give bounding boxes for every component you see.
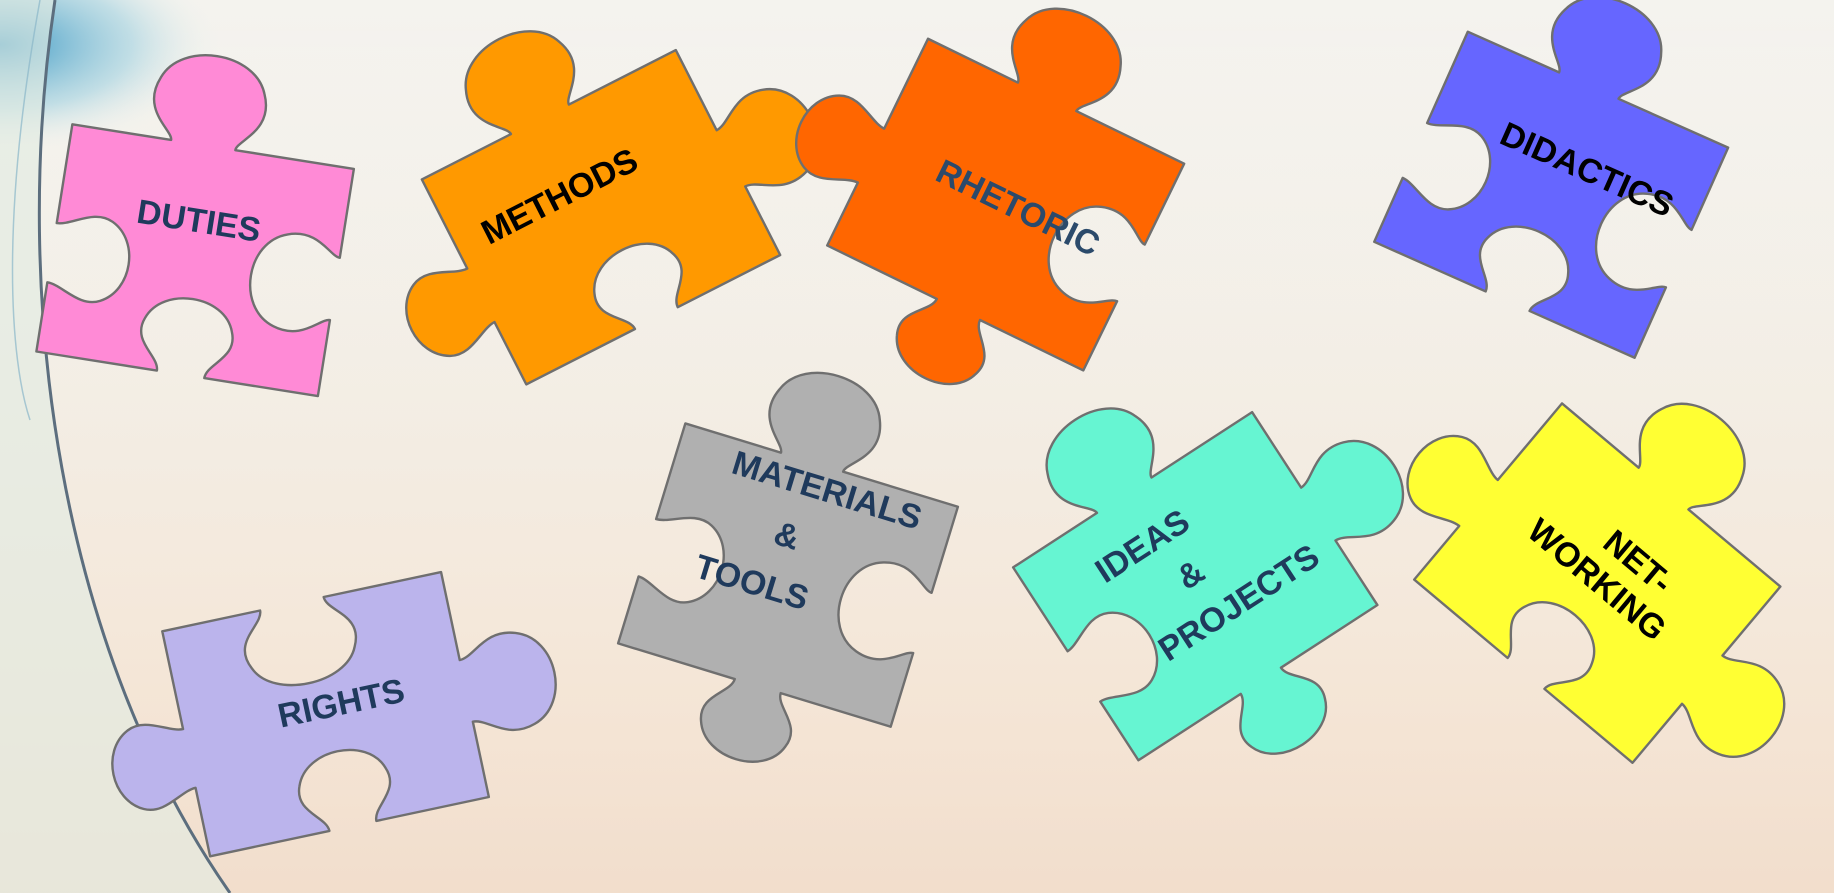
puzzle-piece-didactics: DIDACTICS xyxy=(1373,0,1730,359)
puzzle-piece-materials-shape xyxy=(616,371,960,763)
puzzle-piece-networking-shape xyxy=(1406,402,1786,764)
puzzle-piece-rights: RIGHTS xyxy=(111,570,557,858)
puzzle-piece-didactics-shape xyxy=(1373,0,1730,359)
puzzle-piece-methods-shape xyxy=(405,30,819,386)
puzzle-piece-networking: NET- WORKING xyxy=(1406,402,1786,764)
puzzle-piece-rights-shape xyxy=(111,570,557,858)
puzzle-piece-ideas-shape xyxy=(1011,407,1405,762)
puzzle-piece-methods: METHODS xyxy=(405,30,819,386)
puzzle-piece-duties: DUTIES xyxy=(35,54,356,398)
puzzle-piece-materials: MATERIALS & TOOLS xyxy=(616,371,960,763)
puzzle-piece-ideas: IDEAS & PROJECTS xyxy=(1011,407,1405,762)
puzzle-piece-rhetoric-shape xyxy=(794,7,1186,386)
puzzle-piece-rhetoric: RHETORIC xyxy=(794,7,1186,386)
puzzle-piece-duties-shape xyxy=(35,54,356,398)
